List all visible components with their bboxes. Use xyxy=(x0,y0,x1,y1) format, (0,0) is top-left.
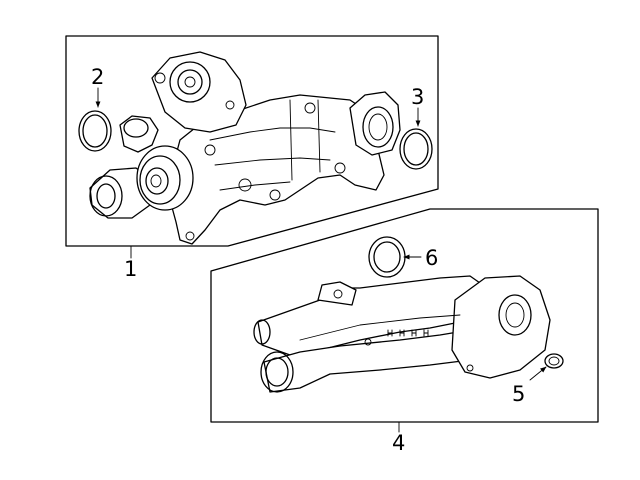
coolant-pipe-assembly xyxy=(253,275,551,393)
o-ring-3 xyxy=(399,128,433,170)
callout-5: 5 xyxy=(512,382,525,406)
assembly-4-frame xyxy=(210,208,599,423)
callout-6: 6 xyxy=(425,246,438,270)
callout-3: 3 xyxy=(411,85,424,109)
water-pump-assembly xyxy=(89,51,401,245)
callout-2: 2 xyxy=(91,65,104,89)
callout-4: 4 xyxy=(392,431,405,455)
callout-1: 1 xyxy=(124,257,137,281)
assembly-1-frame xyxy=(65,35,439,247)
o-ring-2 xyxy=(78,110,112,152)
o-ring-5 xyxy=(544,353,564,369)
